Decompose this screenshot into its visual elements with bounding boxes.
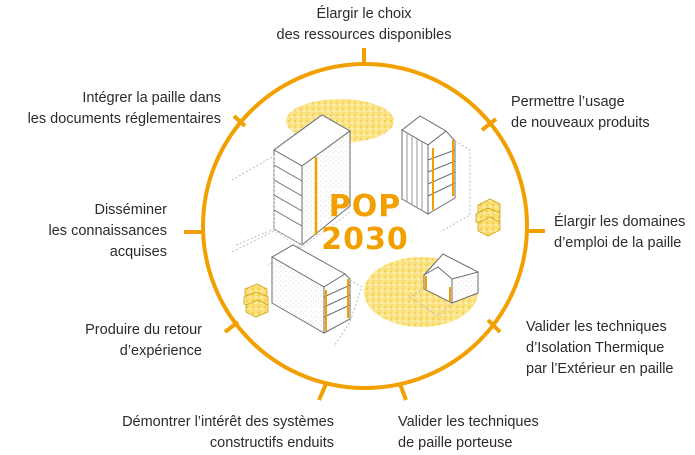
goal-line: Disséminer bbox=[94, 202, 167, 218]
center-title: POP 2030 bbox=[300, 190, 430, 256]
goal-lower-left: Produire du retour d’expérience bbox=[85, 320, 202, 362]
goal-upper-right: Permettre l’usage de nouveaux produits bbox=[511, 92, 650, 134]
goal-line: Produire du retour bbox=[85, 322, 202, 338]
center-title-line2: 2030 bbox=[321, 222, 409, 257]
goal-line: d’expérience bbox=[119, 343, 202, 359]
goal-line: les documents réglementaires bbox=[27, 111, 221, 127]
building-cladding bbox=[401, 115, 471, 233]
straw-bales-right bbox=[475, 198, 501, 237]
goal-line: d’Isolation Thermique bbox=[526, 340, 665, 356]
center-title-line1: POP bbox=[328, 189, 402, 224]
goal-line: Permettre l’usage bbox=[511, 94, 625, 110]
tick-bottom-left bbox=[317, 383, 328, 401]
goal-line: constructifs enduits bbox=[209, 435, 334, 451]
goal-line: de nouveaux produits bbox=[511, 115, 650, 131]
building-flat-roof bbox=[231, 113, 351, 266]
goal-line: acquises bbox=[109, 244, 167, 260]
goal-right: Élargir les domaines d’emploi de la pail… bbox=[554, 212, 685, 254]
goal-left: Disséminer les connaissances acquises bbox=[49, 200, 168, 263]
goal-line: les connaissances bbox=[48, 223, 168, 239]
goal-line: Démontrer l’intérêt des systèmes bbox=[122, 414, 334, 430]
building-small-house bbox=[409, 253, 479, 317]
tick-bottom-right bbox=[398, 383, 408, 401]
straw-bales-left bbox=[243, 283, 269, 318]
tick-upper-left bbox=[232, 114, 247, 128]
goal-line: par l’Extérieur en paille bbox=[526, 361, 674, 377]
building-plastered bbox=[270, 244, 363, 347]
goal-line: d’emploi de la paille bbox=[554, 235, 682, 251]
goal-line: Élargir le choix bbox=[316, 6, 412, 22]
goal-line: des ressources disponibles bbox=[276, 27, 452, 43]
tick-upper-right bbox=[480, 117, 498, 132]
ring-ticks bbox=[184, 48, 545, 401]
goal-line: de paille porteuse bbox=[398, 435, 513, 451]
goal-line: Élargir les domaines bbox=[554, 214, 686, 230]
goal-top: Élargir le choix des ressources disponib… bbox=[264, 4, 464, 46]
tick-lower-right bbox=[486, 318, 502, 334]
goal-line: Valider les techniques bbox=[526, 319, 667, 335]
goal-bottom-left: Démontrer l’intérêt des systèmes constru… bbox=[122, 412, 334, 454]
goal-upper-left: Intégrer la paille dans les documents ré… bbox=[28, 88, 221, 130]
goal-line: Intégrer la paille dans bbox=[82, 90, 221, 106]
goal-line: Valider les techniques bbox=[398, 414, 539, 430]
tick-lower-left bbox=[223, 320, 240, 334]
goal-lower-right: Valider les techniques d’Isolation Therm… bbox=[526, 317, 674, 380]
goal-bottom-right: Valider les techniques de paille porteus… bbox=[398, 412, 539, 454]
